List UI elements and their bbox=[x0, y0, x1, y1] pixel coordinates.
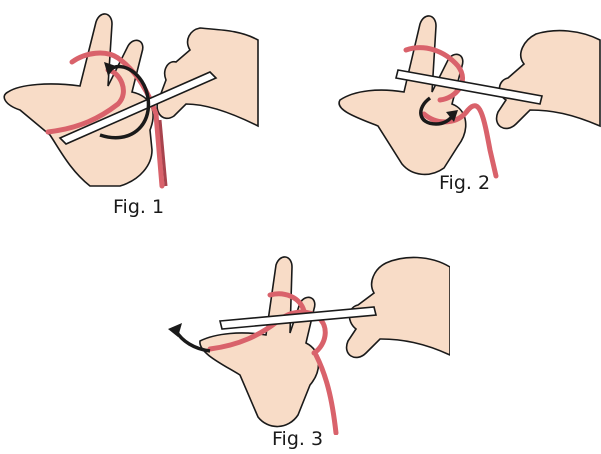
figure-3 bbox=[150, 225, 450, 435]
figure-2 bbox=[320, 0, 601, 190]
figure-1-illustration bbox=[0, 0, 260, 190]
left-hand bbox=[4, 14, 153, 186]
left-hand bbox=[200, 257, 319, 427]
figure-2-caption: Fig. 2 bbox=[439, 172, 490, 194]
figure-2-illustration bbox=[320, 0, 601, 190]
figure-3-caption: Fig. 3 bbox=[272, 428, 323, 450]
left-hand bbox=[339, 16, 466, 174]
figure-1 bbox=[0, 0, 260, 190]
figure-3-illustration bbox=[150, 225, 450, 435]
figure-1-caption: Fig. 1 bbox=[113, 196, 164, 218]
right-hand bbox=[497, 31, 600, 129]
